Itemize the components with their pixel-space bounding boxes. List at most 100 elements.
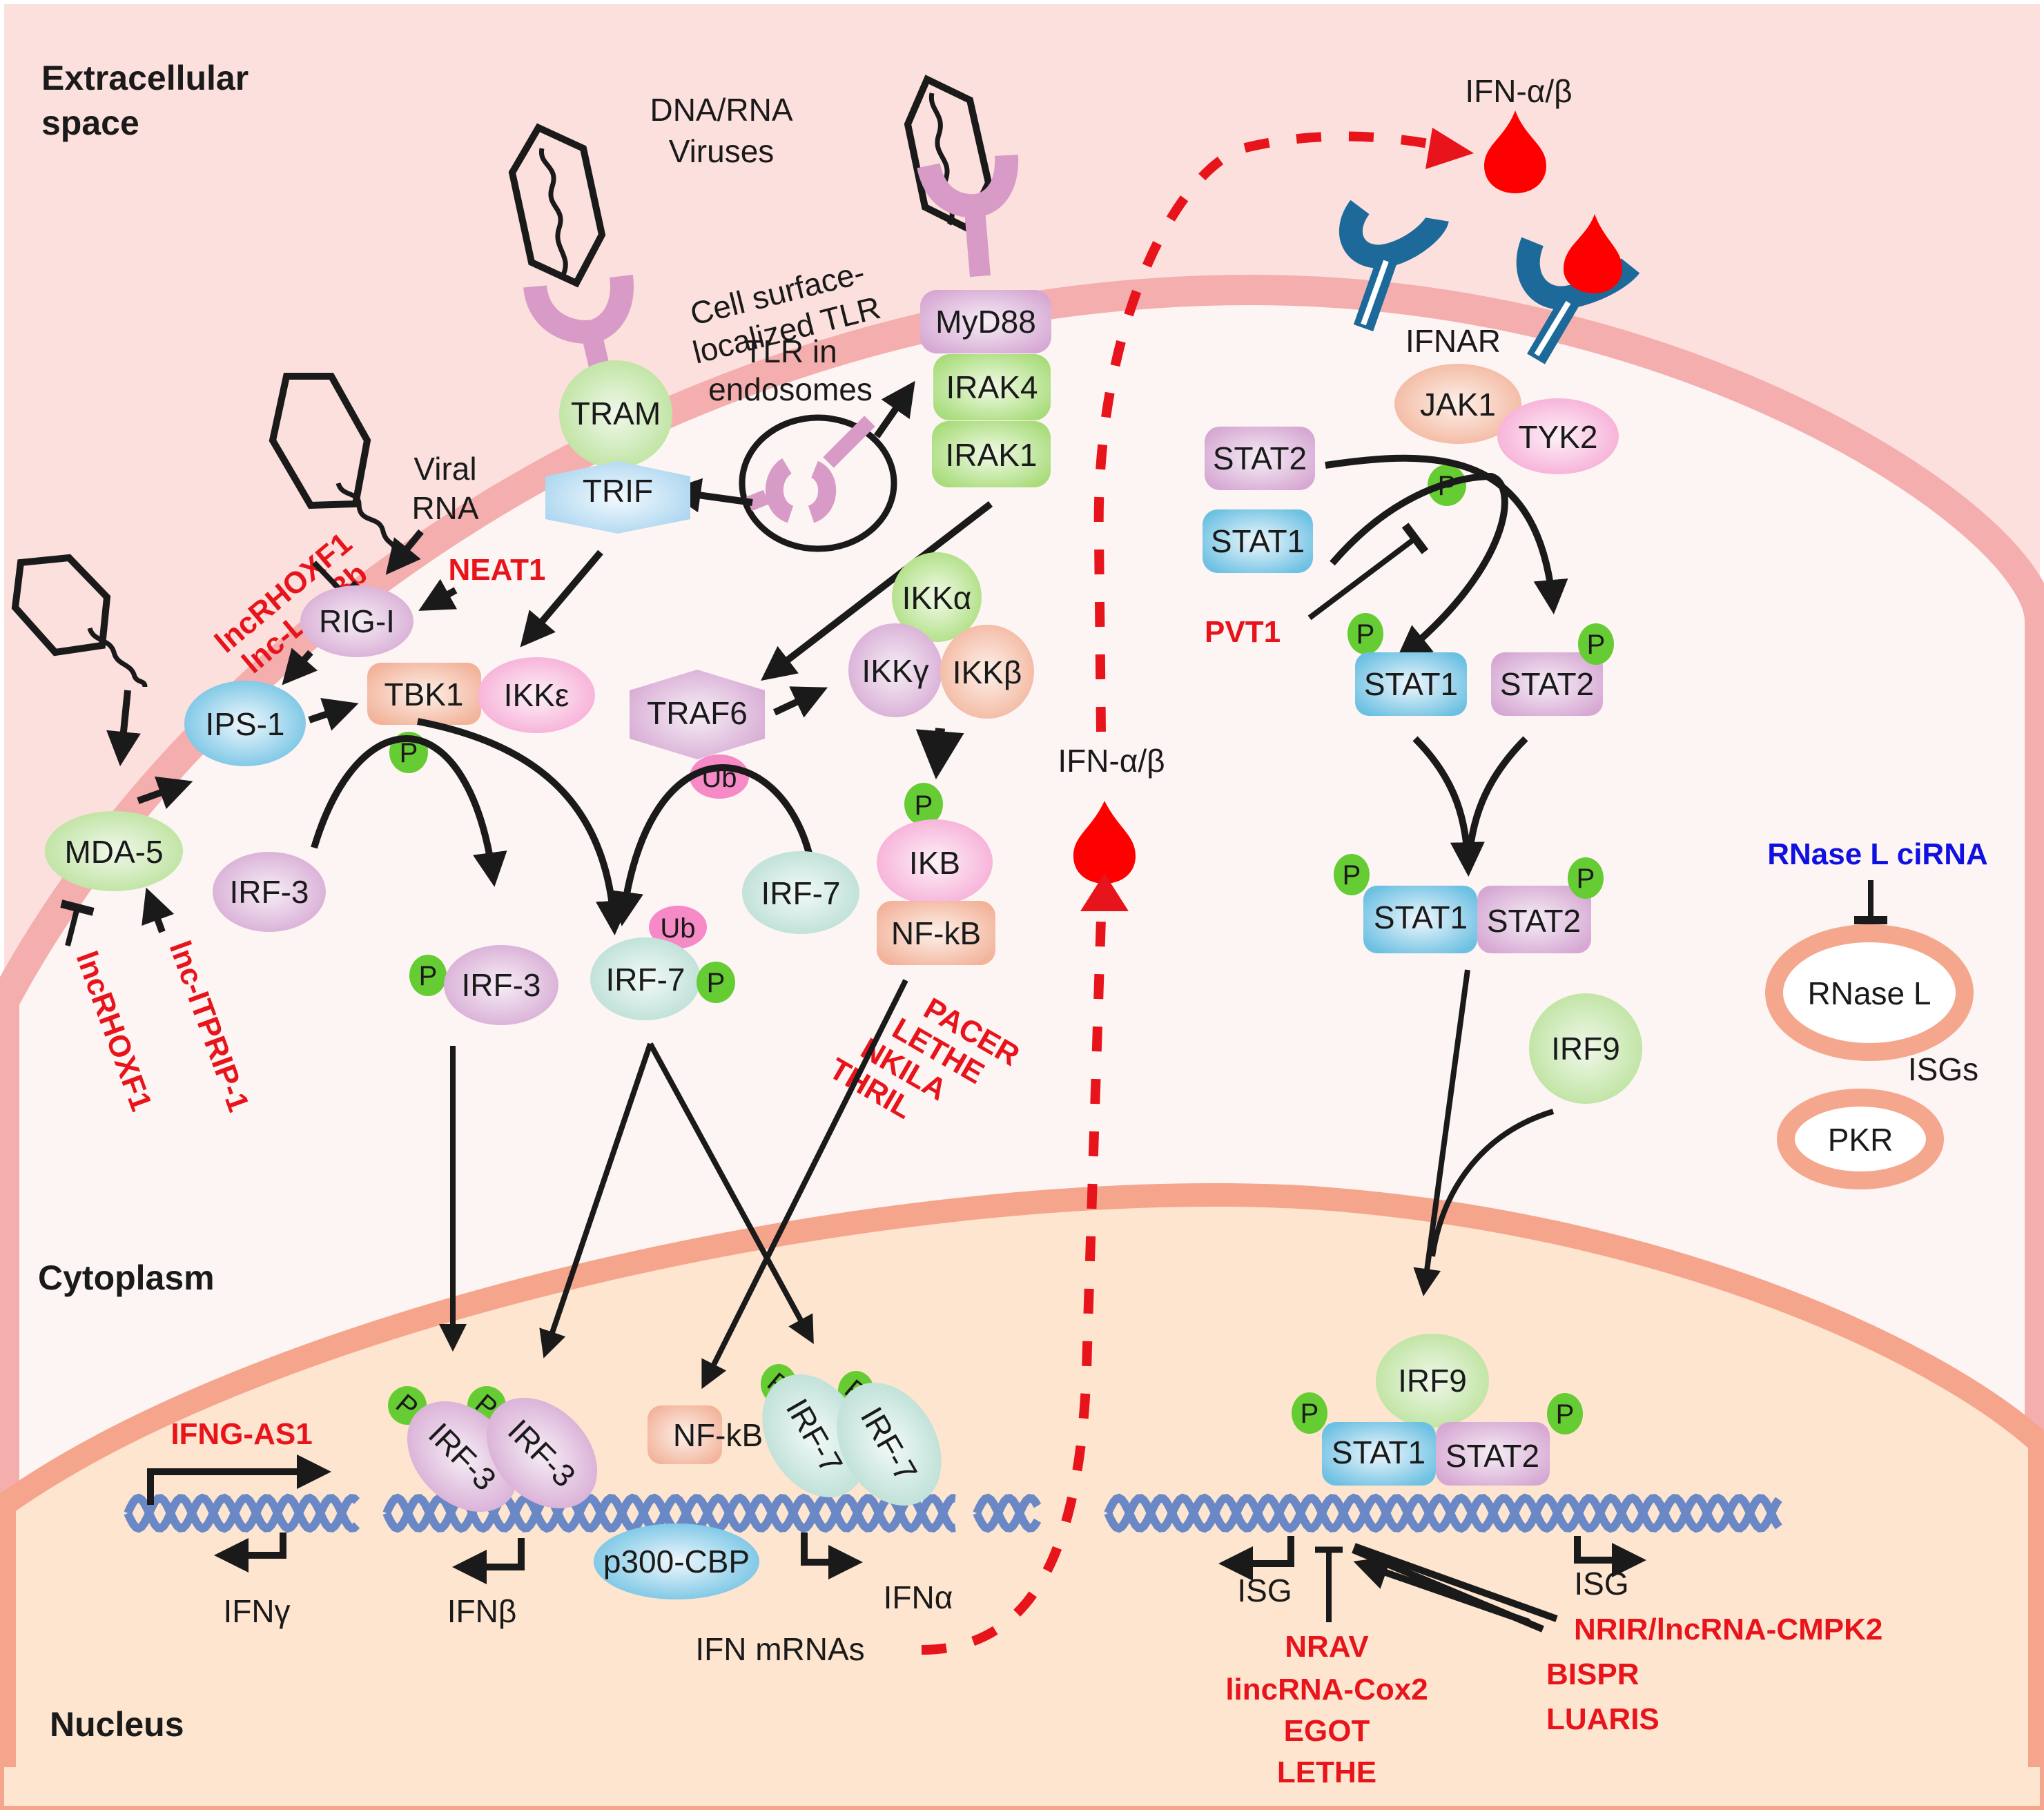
protein-stat1-dimer: STAT1: [1363, 886, 1477, 953]
ifng-as1-transcription-arrow: [147, 1454, 331, 1505]
protein-myd88: MyD88: [920, 290, 1051, 353]
inhibit-mda5: [60, 899, 95, 946]
svg-text:TRAM: TRAM: [571, 396, 661, 431]
svg-text:IPS-1: IPS-1: [205, 706, 284, 742]
svg-text:P: P: [419, 961, 438, 991]
svg-text:IRAK4: IRAK4: [946, 369, 1038, 405]
lncrna-ifng-as1: IFNG-AS1: [171, 1417, 312, 1451]
ubiquitin-badge: Ub: [690, 755, 749, 799]
ifn-mrnas-label: IFN mRNAs: [695, 1631, 864, 1667]
arrow-traf6-ikk: [772, 686, 828, 718]
arrow-viral-rna-rig-i: [385, 529, 424, 575]
svg-text:P: P: [1577, 864, 1595, 894]
svg-text:RIG-I: RIG-I: [319, 603, 395, 639]
protein-irf7-phosphorylated: IRF-7: [590, 937, 701, 1020]
svg-text:P: P: [1356, 619, 1375, 650]
isg-right-label: ISG: [1574, 1566, 1628, 1602]
red-arrowhead-icon: [1425, 128, 1474, 169]
arrow-tbk1-irf7: [417, 718, 630, 935]
svg-text:IRAK1: IRAK1: [946, 437, 1038, 473]
svg-text:IRF-3: IRF-3: [462, 967, 541, 1003]
protein-nfkb: NF-kB: [877, 901, 995, 965]
protein-ikk-beta: IKKβ: [940, 625, 1034, 719]
protein-stat2-dimer: STAT2: [1477, 886, 1591, 953]
extracellular-label-2: space: [41, 104, 139, 142]
inhibit-stat-phosphorylation: [1307, 523, 1429, 621]
lncrna-nrir-cmpk2: NRIR/lncRNA-CMPK2: [1574, 1613, 1882, 1646]
protein-trif: TRIF: [545, 461, 690, 534]
svg-text:STAT2: STAT2: [1487, 903, 1581, 939]
lncrna-lincrna-cox2: lincRNA-Cox2: [1225, 1673, 1428, 1706]
svg-text:P: P: [707, 968, 726, 998]
viruses-label: DNA/RNA: [650, 92, 792, 128]
svg-text:IKKα: IKKα: [902, 580, 972, 616]
svg-text:IRF-7: IRF-7: [761, 875, 841, 911]
phospho-badge: P: [697, 962, 735, 1003]
dna-backbone: [973, 1494, 1042, 1533]
svg-text:STAT1: STAT1: [1211, 523, 1305, 559]
arrow-irf9-nucleus: [1430, 1109, 1555, 1257]
nucleus-label: Nucleus: [50, 1705, 184, 1744]
ifnar-label: IFNAR: [1405, 323, 1501, 359]
protein-ikb: IKB: [877, 819, 993, 905]
protein-stat1-nuclear: STAT1: [1322, 1422, 1436, 1486]
isg-left-transcription-arrow: [1218, 1536, 1294, 1581]
ifn-ab-mid-label: IFN-α/β: [1058, 743, 1165, 779]
protein-stat2: STAT2: [1205, 427, 1315, 490]
dna-backbone: [1104, 1493, 1782, 1533]
arrow-stat2-phosphorylation: [1325, 454, 1568, 614]
viral-rna-label: Viral: [413, 451, 476, 487]
svg-text:IKB: IKB: [909, 845, 960, 881]
svg-text:RNase L: RNase L: [1808, 975, 1931, 1011]
ifn-ab-top-label: IFN-α/β: [1465, 73, 1572, 109]
arrow-irak1-traf6: [761, 501, 993, 681]
lncrna-pvt1: PVT1: [1205, 615, 1281, 649]
protein-tyk2: TYK2: [1497, 398, 1619, 474]
arrow-ikk-ikb: [915, 728, 964, 779]
dna-backbone: [1104, 1493, 1782, 1533]
phospho-badge: P: [1547, 1393, 1583, 1434]
protein-traf6: TRAF6: [630, 670, 765, 759]
svg-text:IKKγ: IKKγ: [862, 653, 928, 689]
protein-stat2-phosphorylated: STAT2: [1491, 652, 1603, 716]
protein-stat1: STAT1: [1203, 509, 1313, 573]
extracellular-label: Extracellular: [41, 59, 249, 97]
arrow-irf7-to-irf3-site: [539, 1042, 653, 1359]
arrow-lnc-itprip1-mda5: [142, 887, 175, 933]
svg-text:PKR: PKR: [1828, 1122, 1894, 1158]
dna-strand: [124, 1493, 360, 1533]
dna-backbone: [382, 1493, 956, 1533]
svg-text:P: P: [915, 790, 933, 821]
protein-jak1: JAK1: [1394, 364, 1521, 444]
dna-backbone: [973, 1493, 1042, 1532]
arrow-stat2-dimerize: [1465, 736, 1528, 870]
protein-stat2-nuclear: STAT2: [1436, 1422, 1550, 1486]
svg-text:MyD88: MyD88: [935, 304, 1036, 340]
svg-text:TYK2: TYK2: [1518, 419, 1597, 455]
tlr-endosomes-label: TLR in: [743, 333, 837, 369]
arrow-stat-dimer-nucleus: [1413, 969, 1470, 1296]
svg-text:MDA-5: MDA-5: [64, 834, 163, 870]
protein-nfkb-nuclear: NF-kB: [648, 1405, 763, 1464]
phospho-badge: P: [409, 955, 447, 996]
svg-text:P: P: [1343, 860, 1361, 891]
phospho-badge: P: [1568, 857, 1604, 899]
svg-text:IKKε: IKKε: [504, 677, 570, 713]
protein-irf3: IRF-3: [213, 852, 326, 932]
protein-ikk-gamma: IKKγ: [848, 623, 942, 717]
arrow-nrir-isg: [1352, 1546, 1544, 1633]
svg-text:TRIF: TRIF: [583, 473, 653, 509]
isg-left-label: ISG: [1237, 1573, 1292, 1608]
protein-irf3-nuclear: IRF-3: [486, 1397, 598, 1509]
protein-ips1: IPS-1: [184, 681, 306, 766]
virus-icon: [11, 554, 148, 688]
red-arrowhead-icon: [1080, 873, 1129, 911]
svg-text:P: P: [400, 738, 418, 768]
protein-irf9: IRF9: [1529, 993, 1642, 1104]
phospho-badge: P: [1578, 623, 1614, 665]
tlr-endosomes-label-2: endosomes: [708, 371, 873, 407]
lncrna-lethe: LETHE: [1277, 1755, 1376, 1789]
ifn-beta-label: IFNβ: [447, 1593, 517, 1629]
